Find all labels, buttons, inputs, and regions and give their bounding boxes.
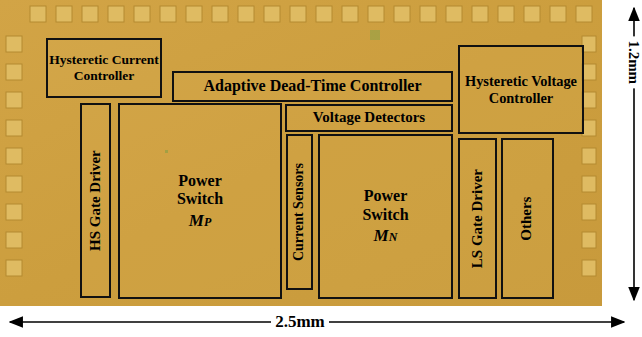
block-label: Power Switch (165, 172, 235, 209)
circuit-block: Power SwitchMN (318, 134, 453, 299)
dimension-label: 2.5mm (271, 313, 329, 332)
device-symbol: MP (189, 211, 211, 231)
bond-pad (134, 6, 150, 22)
bond-pad (212, 6, 228, 22)
bond-pad (582, 148, 596, 164)
circuit-block: Voltage Detectors (285, 104, 453, 132)
block-label: LS Gate Driver (469, 169, 486, 268)
device-symbol: MN (374, 226, 398, 246)
bond-pad (264, 6, 280, 22)
bond-pad (446, 6, 462, 22)
bond-pad (6, 36, 22, 52)
circuit-block: Hysteretic Current Controller (46, 38, 162, 98)
block-label: Others (519, 196, 536, 240)
dimension-label: 1.2mm (626, 36, 642, 88)
vertical-block: Current Sensors (286, 134, 313, 290)
bond-pad (6, 176, 22, 192)
die-spot (370, 30, 380, 40)
bond-pad (290, 6, 306, 22)
die-ground (0, 0, 602, 306)
vertical-block: HS Gate Driver (80, 103, 111, 298)
vertical-block: LS Gate Driver (458, 138, 497, 299)
bond-pad (6, 92, 22, 108)
circuit-block: Adaptive Dead-Time Controller (172, 71, 453, 102)
bond-pad (582, 260, 596, 276)
bond-pad (316, 6, 332, 22)
bond-pad (6, 64, 22, 80)
bond-pad (582, 204, 596, 220)
bond-pad (6, 260, 22, 276)
bond-pad (582, 92, 596, 108)
bond-pad (498, 6, 514, 22)
bond-pad (368, 6, 384, 22)
bond-pad (6, 232, 22, 248)
circuit-block: Power SwitchMP (118, 103, 282, 299)
bond-pad (6, 204, 22, 220)
circuit-block: Hysteretic Voltage Controller (458, 45, 584, 134)
block-label: Hysteretic Current Controller (48, 52, 160, 83)
bond-pad (524, 6, 540, 22)
bond-pad (6, 120, 22, 136)
bond-pad (108, 6, 124, 22)
block-label: Power Switch (351, 187, 421, 224)
bond-pad (472, 6, 488, 22)
bond-pad (582, 64, 596, 80)
bond-pad (582, 176, 596, 192)
bond-pad (550, 6, 566, 22)
block-label: Current Sensors (291, 163, 307, 261)
bond-pad (238, 6, 254, 22)
bond-pad (186, 6, 202, 22)
bond-pad (342, 6, 358, 22)
bond-pad (6, 148, 22, 164)
block-label: Hysteretic Voltage Controller (460, 73, 582, 106)
bond-pad (420, 6, 436, 22)
bond-pad (576, 6, 592, 22)
vertical-block: Others (501, 138, 554, 299)
block-label: Voltage Detectors (313, 109, 425, 126)
bond-pad (582, 232, 596, 248)
bond-pad (160, 6, 176, 22)
bond-pad (582, 120, 596, 136)
bond-pad (56, 6, 72, 22)
bond-pad (82, 6, 98, 22)
block-label: Adaptive Dead-Time Controller (203, 77, 421, 95)
bond-pad (30, 6, 46, 22)
bond-pad (394, 6, 410, 22)
block-label: HS Gate Driver (87, 150, 104, 251)
bond-pad (582, 36, 596, 52)
